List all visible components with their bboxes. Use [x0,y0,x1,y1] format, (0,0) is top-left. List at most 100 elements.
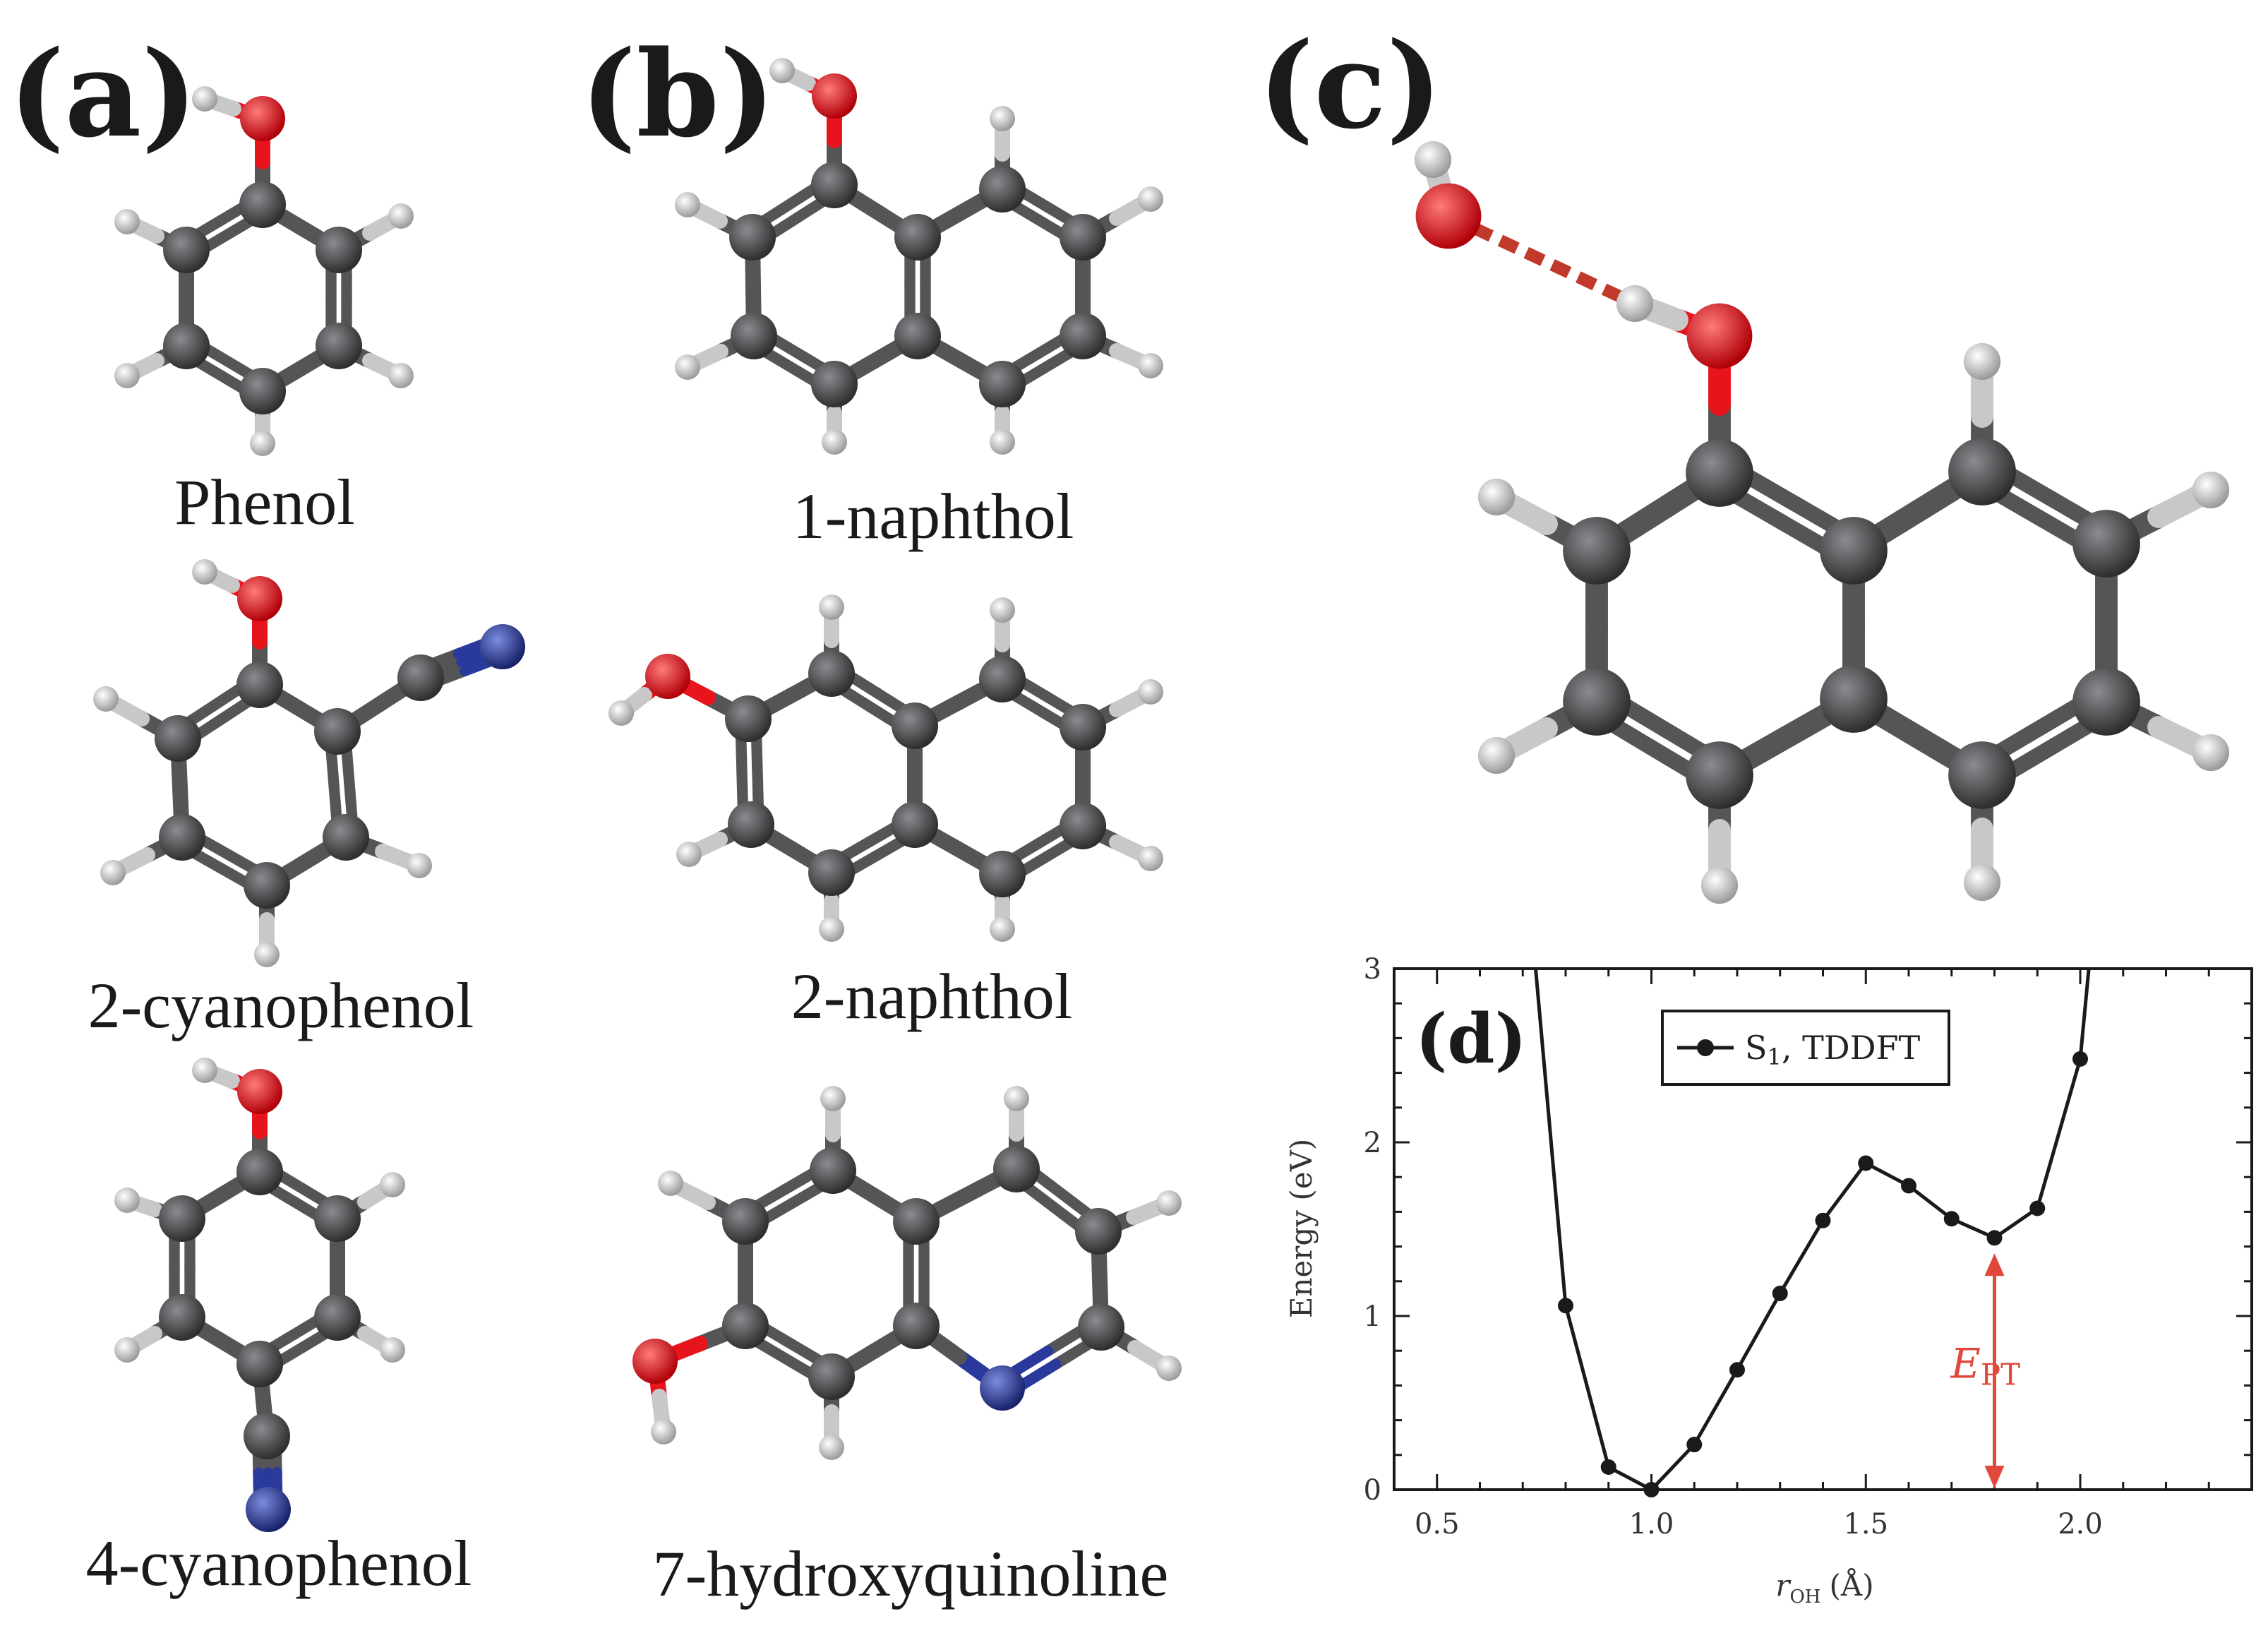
atom-hydrogen [675,192,700,217]
atom-carbon [163,323,210,369]
label-4-cyanophenol: 4-cyanophenol [86,1527,472,1599]
atom-hydrogen [819,594,844,620]
molecule-2-cyanophenol [93,559,525,967]
atom-hydrogen [1138,846,1163,871]
atom-carbon [722,1303,769,1349]
atom-oxygen [645,654,690,699]
atom-carbon [1078,1304,1124,1351]
atom-hydrogen [192,559,217,585]
atom-carbon [244,862,290,909]
atom-carbon [811,162,858,208]
atom-nitrogen [246,1487,291,1532]
atom-hydrogen [2192,734,2230,772]
data-point [2072,1051,2088,1067]
atom-hydrogen [1477,736,1516,774]
atom-carbon [893,1198,940,1245]
atom-carbon [894,313,941,359]
atom-carbon [979,361,1026,407]
atom-oxygen [632,1339,678,1384]
atom-hydrogen [93,686,119,712]
atom-hydrogen [1138,186,1163,212]
atom-carbon [979,851,1026,897]
atom-hydrogen [1963,342,2001,381]
atom-carbon [239,181,286,228]
molecule-phenol [114,86,414,456]
panel-label-d: (d) [1415,999,1527,1079]
atom-hydrogen [1156,1356,1182,1381]
atom-oxygen [240,96,285,141]
atom-oxygen [237,1069,282,1114]
y-tick-label: 0 [1364,1474,1381,1507]
data-point [1686,1437,1703,1453]
atom-carbon [314,1195,361,1242]
atom-carbon [1563,517,1631,585]
atom-carbon [244,1413,290,1459]
x-tick-label: 0.5 [1415,1508,1460,1541]
atom-hydrogen [769,58,795,83]
atom-carbon [808,1353,855,1400]
atom-hydrogen [651,1419,676,1444]
atom-hydrogen [114,1337,140,1363]
atom-hydrogen [658,1171,683,1196]
atom-hydrogen [1156,1190,1182,1216]
atom-carbon [1820,517,1888,585]
molecule-1-naphthol-water-complex [1414,140,2230,904]
x-tick-label: 1.0 [1629,1508,1674,1541]
atom-carbon [239,368,286,414]
atom-carbon [811,361,858,407]
atom-hydrogen [819,1435,844,1460]
atom-hydrogen [676,842,702,867]
atom-oxygen [237,576,282,621]
x-tick-label: 2.0 [2058,1508,2103,1541]
atom-hydrogen [100,860,126,885]
atom-hydrogen [380,1337,405,1363]
molecule-4-cyanophenol [114,1058,405,1532]
atom-carbon [323,814,369,861]
atom-carbon [236,1341,283,1387]
atom-carbon [314,708,361,755]
atom-carbon [1948,438,2016,506]
atom-carbon [2072,668,2140,736]
atom-carbon [722,1198,769,1245]
atom-carbon [397,654,444,701]
legend-label: S1, TDDFT [1745,1029,1920,1070]
atom-hydrogen [1477,478,1516,516]
atom-hydrogen [380,1172,405,1197]
atom-hydrogen [388,363,414,388]
atom-hydrogen [2192,471,2230,509]
atom-carbon [729,214,776,261]
panel-label-c: (c) [1258,16,1442,155]
atom-hydrogen [192,1058,217,1083]
atom-hydrogen [1700,866,1739,904]
atom-carbon [979,656,1026,702]
data-point [1943,1211,1960,1227]
ept-label: EPT [1950,1340,2021,1392]
data-point [1729,1362,1745,1378]
atom-hydrogen [990,106,1015,131]
y-axis-label: Energy (eV) [1284,1139,1319,1319]
atom-hydrogen [820,1086,846,1111]
series-points-s1 [1558,1051,2088,1497]
y-tick-label: 3 [1364,953,1381,986]
atom-carbon [979,166,1026,213]
molecule-1-naphthol [675,58,1163,455]
data-point [1986,1230,2003,1246]
atom-hydrogen [407,853,432,878]
label-7-hydroxyquinoline: 7-hydroxyquinoline [653,1538,1169,1610]
data-point [1858,1155,1874,1171]
atom-hydrogen [114,1188,140,1213]
atom-carbon [155,715,201,762]
atom-carbon [808,849,855,896]
atom-carbon [2072,510,2140,578]
y-tick-label: 2 [1364,1127,1381,1159]
atom-oxygen [1686,303,1753,369]
atom-hydrogen [250,431,275,456]
atom-carbon [728,801,774,848]
hydrogen-bond [1446,210,1638,309]
atom-carbon [892,702,938,749]
atom-hydrogen [114,209,140,234]
atom-carbon [993,1146,1040,1192]
atom-carbon [236,1149,283,1195]
molecule-2-naphthol [608,594,1163,942]
